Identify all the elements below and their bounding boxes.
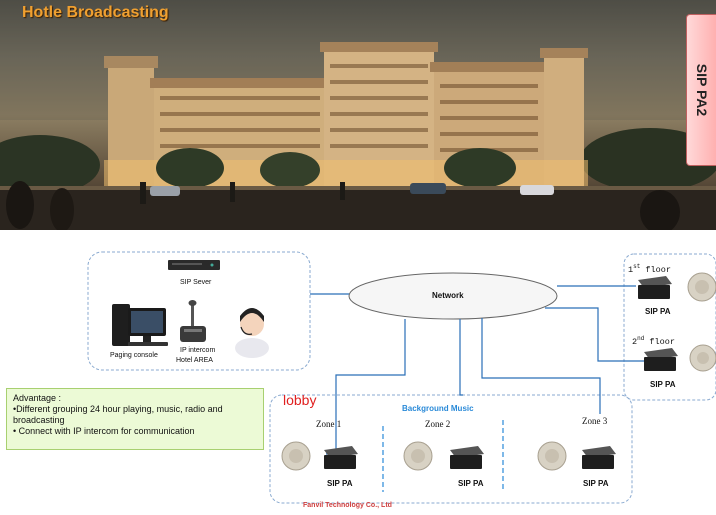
advantage-title: Advantage : [13, 393, 62, 403]
advantage-box: Advantage : •Different grouping 24 hour … [6, 388, 264, 450]
floor1-device-label: SIP PA [645, 307, 671, 316]
company-name: Fanvil Technology Co., Ltd [303, 502, 392, 509]
hotel-photo [0, 0, 716, 230]
diagram-canvas [87, 251, 716, 504]
floors-region [623, 253, 716, 401]
advantage-item: •Different grouping 24 hour playing, mus… [13, 404, 223, 425]
advantage-item: • Connect with IP intercom for communica… [13, 426, 195, 436]
floor2-device-label: SIP PA [650, 380, 676, 389]
floor1-label: 1st floor [628, 263, 671, 275]
ip-intercom-label: IP intercom [180, 347, 216, 354]
floor1-amplifier-icon [638, 276, 672, 299]
zone3-amplifier-icon [582, 446, 616, 469]
operator-icon [235, 308, 269, 358]
paging-console-label: Paging console [110, 352, 158, 359]
floor2-speaker-icon [689, 344, 716, 372]
page-title: Hotle Broadcasting [22, 4, 169, 21]
floor1-speaker-icon [687, 272, 716, 302]
zone2-label: Zone 2 [425, 419, 451, 429]
paging-console-icon [112, 304, 168, 346]
background-music-label: Background Music [402, 404, 474, 413]
zone1-speaker-icon [281, 441, 311, 471]
hotel-area-region [87, 251, 311, 371]
sip-server-icon [168, 260, 220, 270]
floor2-amplifier-icon [644, 348, 678, 371]
zone3-device-label: SIP PA [583, 479, 609, 488]
side-tab[interactable]: SIP PA2 [686, 14, 716, 166]
floor2-label: 2nd floor [632, 335, 675, 347]
hero-banner: Hotle Broadcasting SIP PA2 [0, 0, 716, 230]
sip-server-label: SIP Sever [180, 279, 212, 286]
zone3-label: Zone 3 [582, 416, 608, 426]
side-tab-label: SIP PA2 [693, 63, 710, 117]
hotel-area-label: Hotel AREA [176, 357, 213, 364]
zone2-speaker-icon [403, 441, 433, 471]
network-label: Network [432, 291, 464, 300]
zone1-amplifier-icon [324, 446, 358, 469]
ip-intercom-icon [180, 300, 206, 342]
network-cloud [348, 272, 558, 320]
zone2-amplifier-icon [450, 446, 484, 469]
zone3-speaker-icon [537, 441, 567, 471]
zone1-device-label: SIP PA [327, 479, 353, 488]
network-diagram: SIP Sever Paging console IP intercom Hot… [0, 230, 716, 515]
zone2-device-label: SIP PA [458, 479, 484, 488]
zone1-label: Zone 1 [316, 419, 342, 429]
lobby-title: lobby [283, 392, 317, 408]
